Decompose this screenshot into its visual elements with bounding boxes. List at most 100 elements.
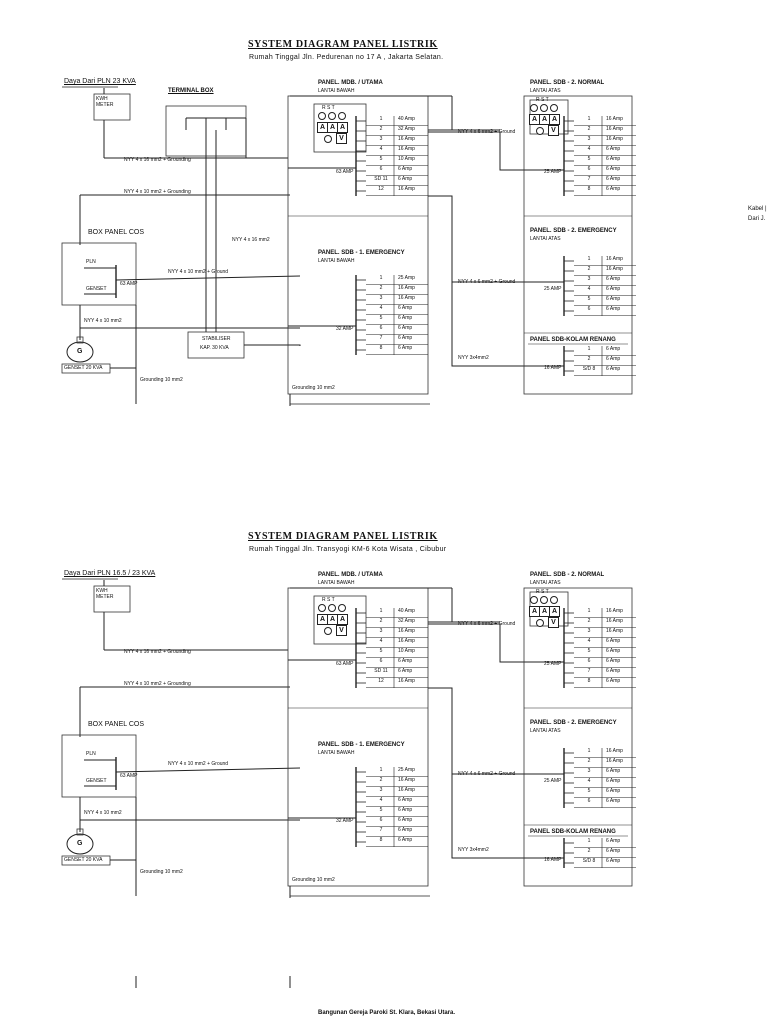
mdb-panel-title: PANEL. MDB. / UTAMA xyxy=(318,572,383,578)
cable-label: NYY 4 x 6 mm2 + Ground xyxy=(458,279,516,285)
cos-out xyxy=(115,275,301,281)
pool-panel-title: PANEL SDB-KOLAM RENANG xyxy=(530,337,616,343)
sdb1-panel-floor: LANTAI BAWAH xyxy=(318,258,355,264)
stabiliser-capacity: KAP. 30 KVA xyxy=(200,345,229,351)
pool-circuit-number: S/D 8 xyxy=(582,858,596,864)
sdb2-emergency-floor: LANTAI ATAS xyxy=(530,236,561,242)
sdb1-circuit-number: 4 xyxy=(379,797,383,803)
genset-label: GENSET xyxy=(86,778,107,784)
mdb-meter-panel xyxy=(313,103,367,153)
sdb2n-circuit-amp: 6 Amp xyxy=(606,658,621,664)
mdb-circuit-amp: 16 Amp xyxy=(398,678,415,684)
sdb2-main-breaker: 25 AMP xyxy=(544,661,562,667)
mdb-sdb2-run xyxy=(428,131,534,171)
sdb1-circuit-amp: 16 Amp xyxy=(398,777,415,783)
pool-circuit-number: 1 xyxy=(587,346,591,352)
sdb2e-circuit-number: 1 xyxy=(587,256,591,262)
mdb-ammeter-icon: A xyxy=(337,614,348,625)
sdb2-phase-t-lamp xyxy=(550,104,558,112)
kwh-meter-box xyxy=(93,93,131,121)
mdb-sdb2-run xyxy=(428,623,534,663)
sdb2e-circuit-amp: 6 Amp xyxy=(606,306,621,312)
kwh-meter-label: KWH METER xyxy=(96,588,114,600)
sdb1-circuit-number: 5 xyxy=(379,807,383,813)
genset-label: GENSET xyxy=(86,286,107,292)
cable-label: NYY 4 x 16 mm2 + Grounding xyxy=(124,649,191,655)
sdb2n-circuit-number: 1 xyxy=(587,608,591,614)
cable-label: NYY 4 x 10 mm2 + Grounding xyxy=(124,681,191,687)
cos-out xyxy=(115,767,301,773)
kwh-meter-label: KWH METER xyxy=(96,96,114,108)
mdb-ammeter-icon: A xyxy=(337,122,348,133)
pln-label: PLN xyxy=(86,259,96,265)
cable-label: NYY 3x4mm2 xyxy=(458,847,489,853)
wiring-canvas xyxy=(61,86,636,406)
cable-label: NYY 4 x 10 mm2 + Ground xyxy=(168,269,229,275)
mdb-voltmeter-icon: V xyxy=(336,625,347,636)
sdb1-circuit-amp: 16 Amp xyxy=(398,787,415,793)
sdb2-enclosure xyxy=(523,95,633,395)
sdb1-circuit-amp: 6 Amp xyxy=(398,305,413,311)
diagram-title: SYSTEM DIAGRAM PANEL LISTRIK xyxy=(248,39,438,50)
sdb2-main-breaker: 25 AMP xyxy=(544,169,562,175)
cable-label: NYY 4 x 16 mm2 + Grounding xyxy=(124,157,191,163)
mdb-circuit-amp: 16 Amp xyxy=(398,186,415,192)
grounding-label: Grounding 10 mm2 xyxy=(140,377,183,383)
mdb-circuit-number: 1 xyxy=(379,608,383,614)
sdb1-circuit-amp: 16 Amp xyxy=(398,285,415,291)
sdb1-panel-title: PANEL. SDB - 1. EMERGENCY xyxy=(318,742,405,748)
sdb2-emergency-floor: LANTAI ATAS xyxy=(530,728,561,734)
sdb1-main-breaker: 32 AMP xyxy=(336,818,354,824)
mdb-panel-floor: LANTAI BAWAH xyxy=(318,580,355,586)
sdb2n-circuit-number: 1 xyxy=(587,116,591,122)
sdb2-phase-s-lamp xyxy=(540,104,548,112)
mdb-circuit-number: 6 xyxy=(379,166,383,172)
sdb2n-circuit-amp: 6 Amp xyxy=(606,668,621,674)
genset-generator-icon xyxy=(66,341,94,363)
cable-label: NYY 4 x 6 mm2 + Ground xyxy=(458,771,516,777)
mdb-sdb2e-run xyxy=(428,195,534,283)
cable-label: NYY 4 x 16 mm2 xyxy=(232,237,270,243)
mdb-circuit-number: SD 11 xyxy=(374,176,388,182)
sdb1-circuit-number: 7 xyxy=(379,827,383,833)
pool-circuit-amp: 6 Amp xyxy=(606,838,621,844)
sdb2n-circuit-amp: 16 Amp xyxy=(606,628,623,634)
mdb-circuit-number: 5 xyxy=(379,156,383,162)
sdb1-circuit-amp: 6 Amp xyxy=(398,827,413,833)
box-panel-cos xyxy=(61,242,137,306)
sdb2-ammeter-icon: A xyxy=(549,114,560,125)
sdb2e-circuit-number: 5 xyxy=(587,788,591,794)
sdb1-circuit-amp: 6 Amp xyxy=(398,345,413,351)
sdb2e-circuit-number: 2 xyxy=(587,266,591,272)
mdb-phase-r-lamp xyxy=(318,112,326,120)
mdb-panel-title: PANEL. MDB. / UTAMA xyxy=(318,80,383,86)
grounding-label: Grounding 10 mm2 xyxy=(292,385,335,391)
sdb2e-circuit-number: 5 xyxy=(587,296,591,302)
sdb2e-main-breaker: 25 AMP xyxy=(544,286,562,292)
sdb2n-circuit-number: 7 xyxy=(587,668,591,674)
sdb2e-circuit-amp: 6 Amp xyxy=(606,778,621,784)
wiring-canvas xyxy=(61,578,636,988)
sdb2e-main-breaker: 25 AMP xyxy=(544,778,562,784)
mdb-circuit-amp: 6 Amp xyxy=(398,668,413,674)
sdb2e-circuit-amp: 16 Amp xyxy=(606,748,623,754)
mdb-circuit-amp: 10 Amp xyxy=(398,648,415,654)
sdb2n-circuit-amp: 16 Amp xyxy=(606,618,623,624)
mdb-circuit-amp: 16 Amp xyxy=(398,136,415,142)
mdb-phase-s-lamp xyxy=(328,112,336,120)
sdb1-circuit-number: 1 xyxy=(379,275,383,281)
mdb-circuit-amp: 16 Amp xyxy=(398,146,415,152)
sdb1-circuit-amp: 6 Amp xyxy=(398,335,413,341)
sdb2e-circuit-amp: 16 Amp xyxy=(606,758,623,764)
sdb1-circuit-number: 3 xyxy=(379,295,383,301)
sdb1-circuit-amp: 6 Amp xyxy=(398,325,413,331)
sdb2n-circuit-amp: 6 Amp xyxy=(606,166,621,172)
mdb-circuit-amp: 32 Amp xyxy=(398,618,415,624)
genset-symbol: G xyxy=(77,348,83,355)
sdb2-normal-floor: LANTAI ATAS xyxy=(530,88,561,94)
sdb2n-circuit-amp: 16 Amp xyxy=(606,136,623,142)
mdb-pool-run xyxy=(451,282,534,367)
sdb2-ammeter-icon: A xyxy=(549,606,560,617)
sdb1-circuit-amp: 25 Amp xyxy=(398,275,415,281)
pool-panel-title: PANEL SDB-KOLAM RENANG xyxy=(530,829,616,835)
